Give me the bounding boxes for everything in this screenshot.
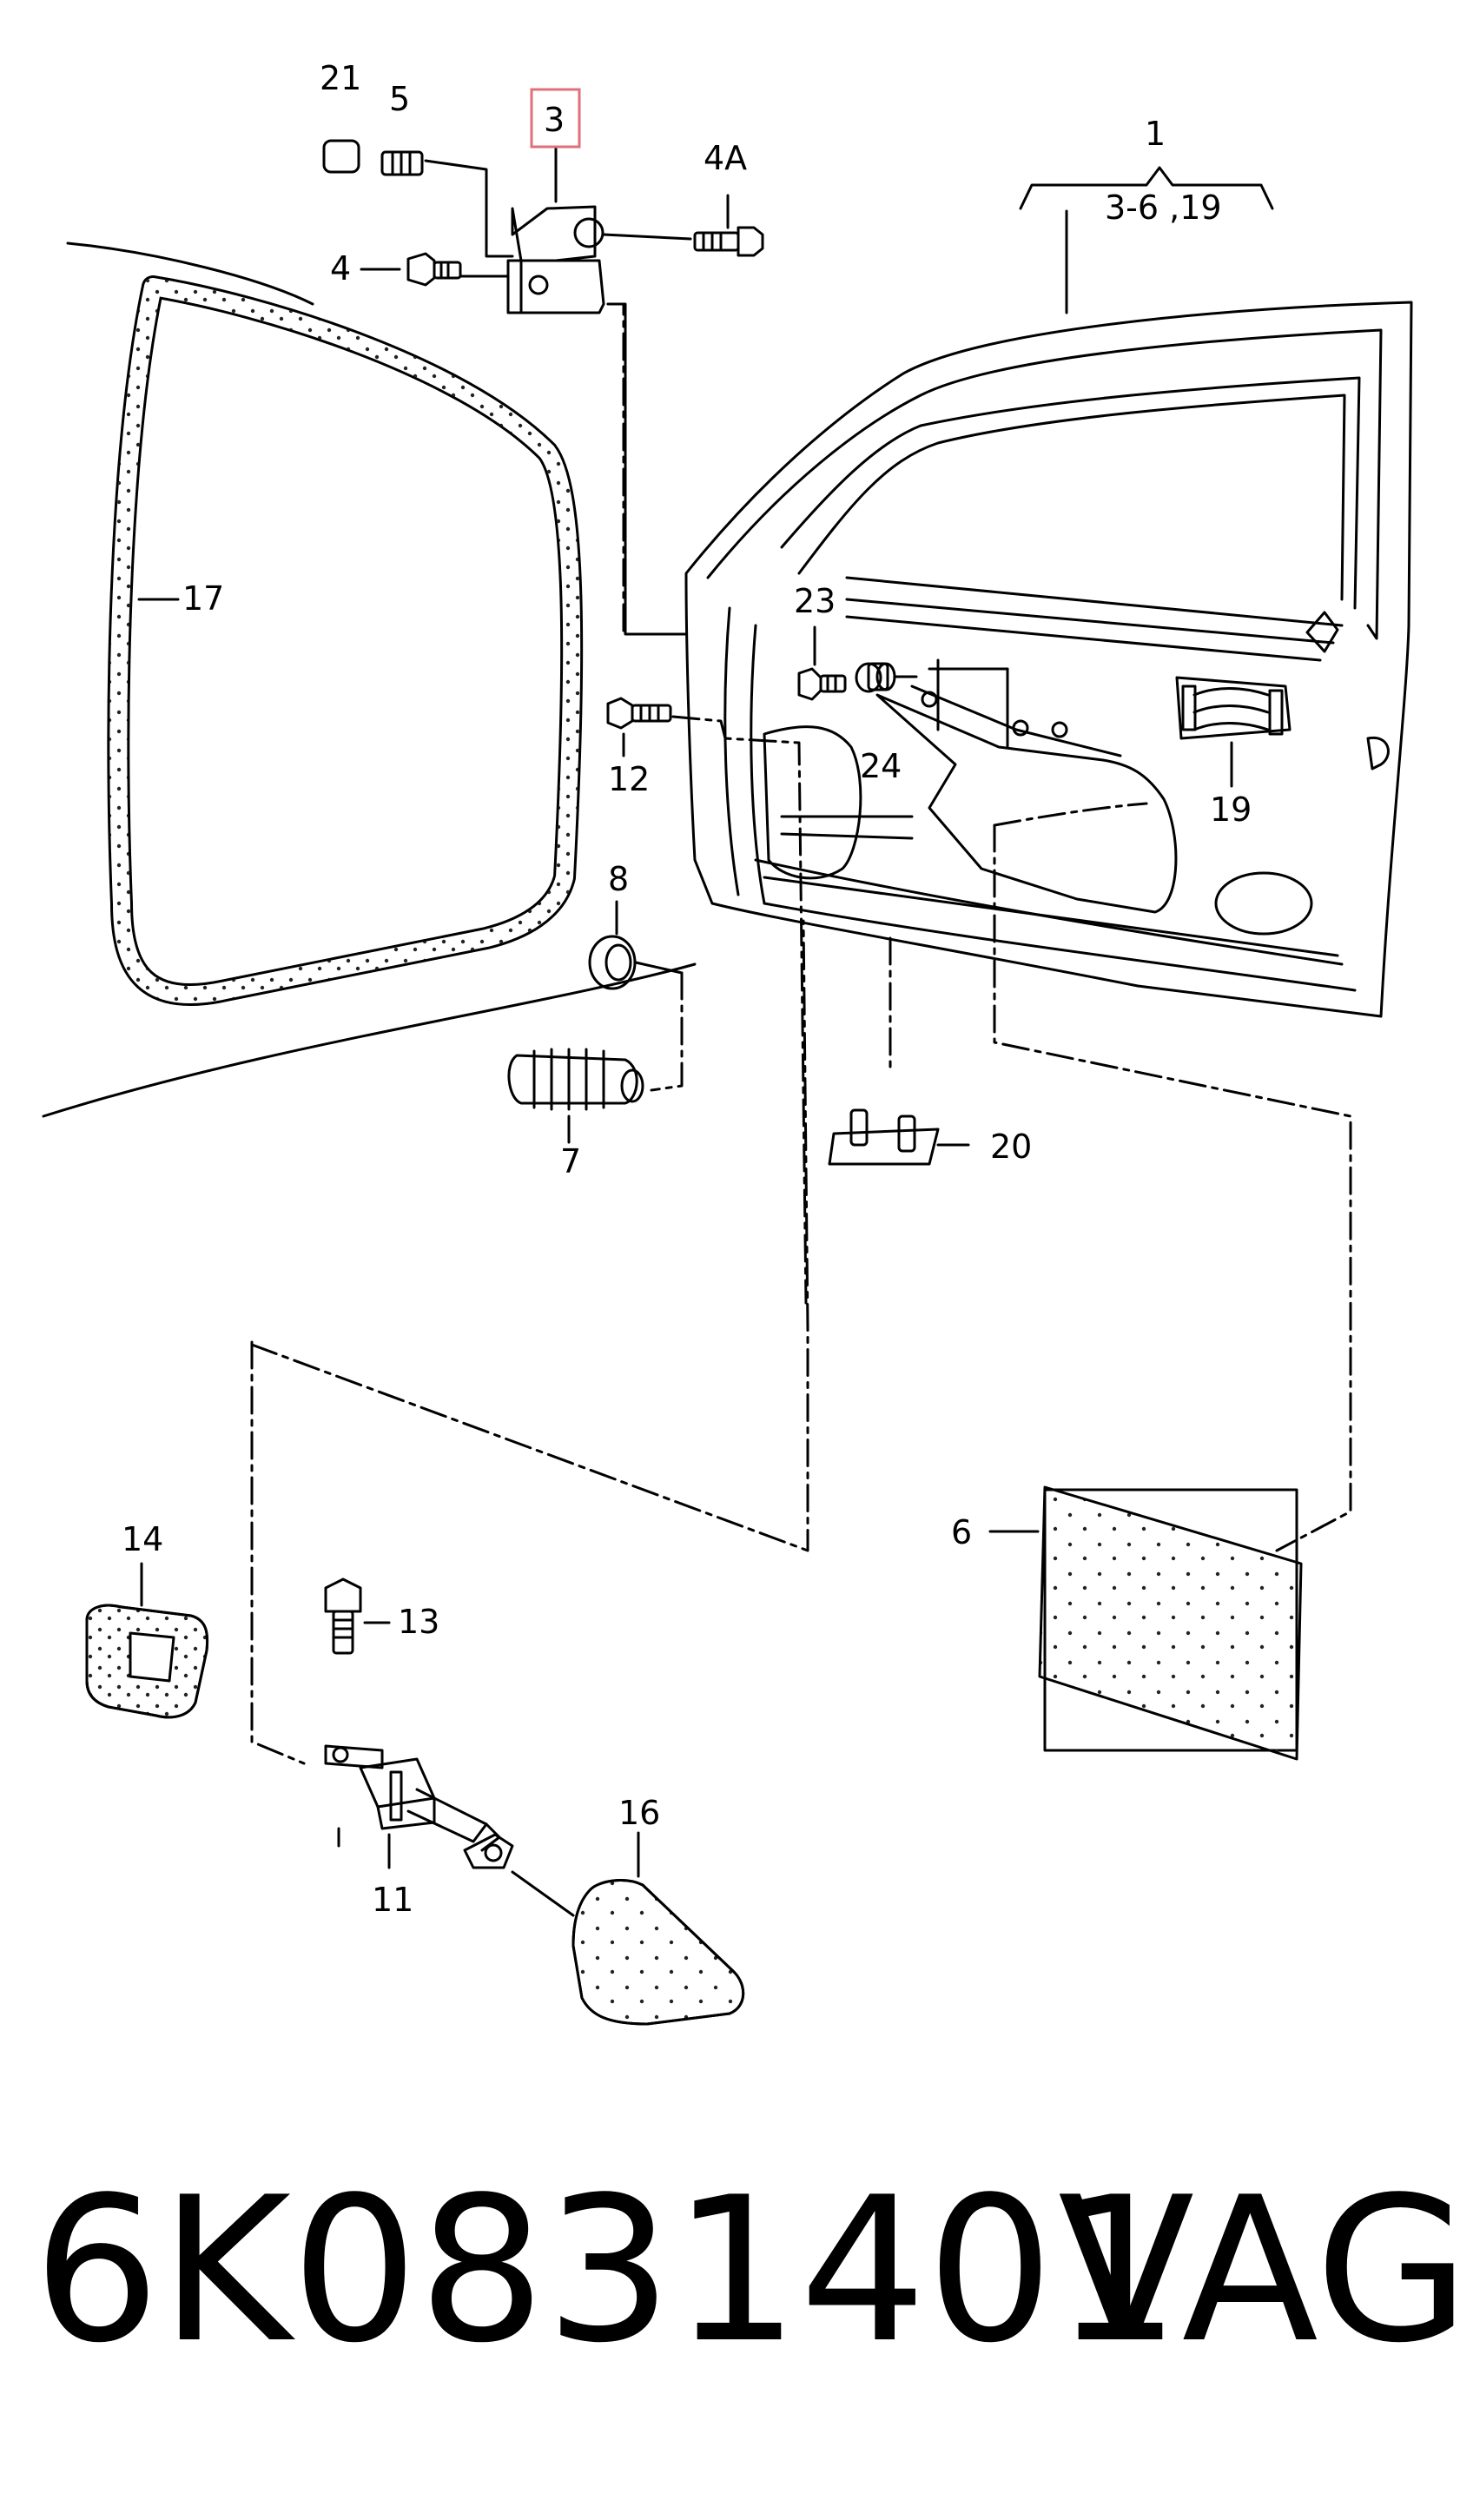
body-outline-bottom <box>42 962 697 1118</box>
dashdot-check-strap <box>250 1340 306 1765</box>
bolt-12 <box>606 697 672 730</box>
bumper-14 <box>85 1604 209 1719</box>
brand-name: VAG <box>1058 2155 1460 2387</box>
check-strap-11 <box>324 1744 514 1869</box>
callout-12: 12 <box>608 760 650 798</box>
hinge-3 <box>506 205 605 314</box>
bolt-4 <box>406 252 462 287</box>
callout-20: 20 <box>990 1128 1032 1166</box>
bracket-1 <box>1019 166 1274 210</box>
bolt-5 <box>380 150 424 176</box>
dashdot-6b <box>993 823 1352 1552</box>
callout-13: 13 <box>398 1603 439 1641</box>
dashdot-6 <box>993 802 1148 827</box>
callout-19: 19 <box>1210 790 1252 829</box>
foil-6-shape <box>1038 1485 1303 1761</box>
callout-4a: 4A <box>704 139 747 177</box>
callout-17: 17 <box>182 579 224 618</box>
grommet-8 <box>588 935 684 990</box>
callout-7: 7 <box>560 1142 581 1181</box>
callout-3: 3 <box>544 101 565 139</box>
bellows-7 <box>507 1048 644 1111</box>
callout-8: 8 <box>608 860 629 898</box>
highlight-box-3 <box>530 88 581 149</box>
bolt-13 <box>324 1577 362 1655</box>
door-shell <box>684 301 1413 1018</box>
callout-21: 21 <box>320 59 361 97</box>
leader-16b <box>511 1870 575 1917</box>
screw-23 <box>797 667 847 701</box>
regulator-19 <box>1175 676 1292 740</box>
callout-5: 5 <box>389 80 410 118</box>
part-number: 6K0831401 <box>33 2155 1181 2387</box>
dashdot-main-diag <box>250 919 809 1552</box>
leader-5 <box>424 159 514 258</box>
door-seal-17 <box>107 275 584 1006</box>
plate-20 <box>828 1108 940 1166</box>
cover-16 <box>571 1879 745 2026</box>
callout-4: 4 <box>330 249 351 288</box>
callout-6: 6 <box>951 1513 972 1551</box>
dashdot-12 <box>671 715 808 1305</box>
callout-1: 1 <box>1145 115 1166 153</box>
callout-14: 14 <box>122 1520 163 1558</box>
dashdot-7 <box>650 971 684 1092</box>
callout-11: 11 <box>372 1881 413 1919</box>
dashdot-hinge <box>606 302 688 636</box>
callout-16: 16 <box>618 1794 660 1832</box>
callout-24: 24 <box>860 747 902 785</box>
cap-21 <box>322 139 360 174</box>
callout-1-range: 3-6 ,19 <box>1105 189 1222 227</box>
bolt-4a <box>693 226 764 257</box>
callout-23: 23 <box>794 582 836 620</box>
nut-24 <box>855 662 918 693</box>
leader-4a-b <box>602 233 692 241</box>
body-outline-top <box>66 241 314 306</box>
leader-hinge-down <box>606 302 688 636</box>
